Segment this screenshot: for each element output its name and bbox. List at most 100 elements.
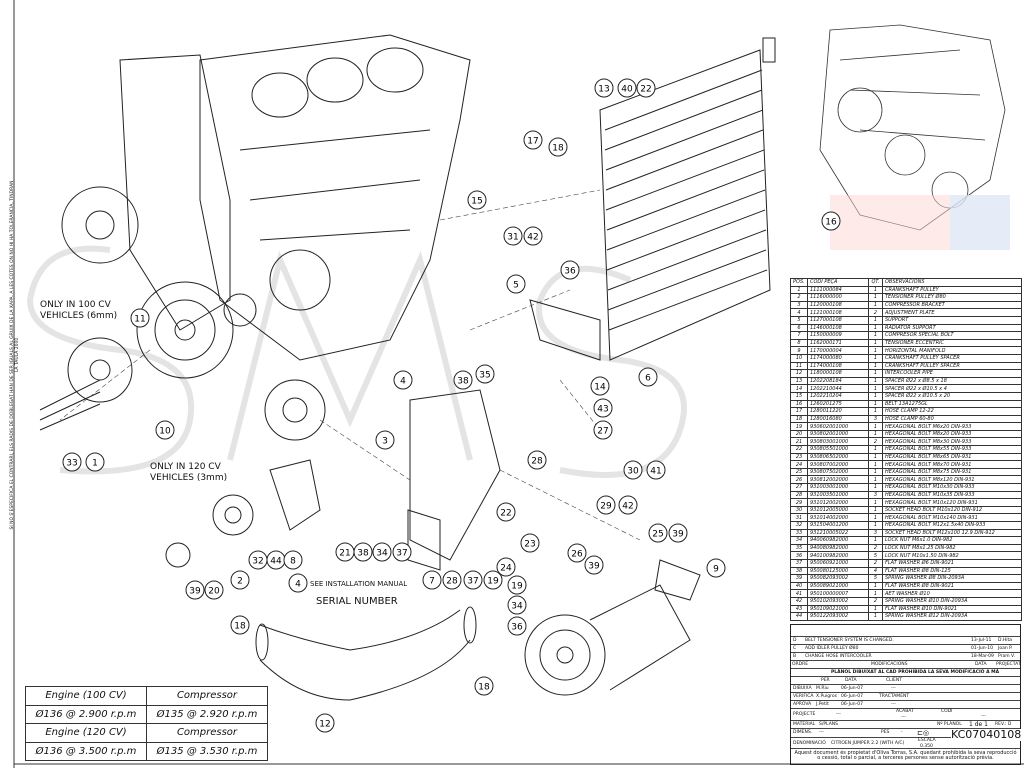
table-cell: 11 — [790, 361, 808, 371]
escala-value: 0.350 — [920, 744, 933, 749]
table-cell: Ø135 @ 2.920 r.p.m — [146, 704, 268, 724]
item-balloon — [821, 211, 841, 231]
mod-d-ord: D — [793, 638, 797, 643]
table-cell: 38 — [790, 566, 808, 576]
sheet-count: 1 de 1 — [969, 721, 988, 728]
item-balloon — [204, 580, 224, 600]
item-balloon — [593, 420, 613, 440]
item-balloon — [496, 502, 516, 522]
item-balloon — [288, 573, 308, 593]
item-balloon-number: 36 — [564, 267, 576, 277]
item-balloon-number: 19 — [487, 577, 499, 587]
item-balloon — [474, 676, 494, 696]
item-balloon-number: 40 — [621, 85, 633, 95]
table-cell: 1 — [868, 505, 883, 515]
table-cell: 1 — [868, 346, 883, 355]
acabat-value: --- — [901, 715, 906, 720]
table-cell: 1280016080 — [807, 414, 869, 424]
table-cell: 25 — [790, 467, 808, 477]
revision: REV.: D — [995, 722, 1012, 727]
item-balloon — [230, 615, 250, 635]
watermark — [26, 245, 687, 478]
material-value: S/PLANS — [819, 722, 838, 727]
table-cell: CODI PEÇA — [807, 278, 869, 287]
item-balloon-number: 19 — [511, 582, 523, 592]
table-cell: 1202210044 — [807, 384, 869, 393]
item-balloon — [636, 78, 656, 98]
table-cell: 1120000108 — [807, 300, 869, 310]
mod-b-ord: B — [793, 654, 797, 659]
table-cell: 1180000108 — [807, 369, 869, 378]
side-note: SI NO S'ESPECIFICA EL CONTRARI, ELS RADI… — [10, 180, 20, 530]
acabat-label: ACABAT — [896, 709, 914, 714]
table-cell: SPACER Ø22 x Ø10.5 x 4 — [882, 384, 1022, 393]
table-cell: 1 — [868, 285, 883, 295]
item-balloon — [623, 460, 643, 480]
verifica-data: 06-Jun-07 — [841, 694, 863, 699]
note-100cv-line2: VEHICLES (6mm) — [40, 311, 118, 321]
item-balloon — [442, 570, 462, 590]
table-cell: HEXAGONAL BOLT M8x65 DIN-931 — [882, 452, 1022, 462]
item-balloon-number: 24 — [500, 564, 512, 574]
item-balloon-number: 14 — [594, 383, 606, 393]
aprova-data: 06-Jun-07 — [841, 702, 863, 707]
note-serial: SERIAL NUMBER — [316, 596, 398, 607]
table-cell: 1 — [868, 407, 883, 416]
table-cell: 1 — [868, 452, 883, 462]
leader-lines — [59, 189, 641, 541]
table-cell: 1280011220 — [807, 407, 869, 416]
table-cell: 931012002000 — [807, 498, 869, 507]
dimens-label: DIMENS. — [793, 730, 813, 735]
table-cell: HOSE CLAMP 60-80 — [882, 414, 1022, 424]
table-cell: 930806502000 — [807, 452, 869, 462]
table-cell: 19 — [790, 422, 808, 431]
table-cell: 1 — [868, 581, 883, 591]
table-cell: Ø136 @ 2.900 r.p.m — [25, 704, 147, 724]
item-balloon-number: 30 — [627, 467, 639, 477]
mod-b-by: Pram V. — [998, 654, 1015, 659]
table-cell: 44 — [790, 612, 808, 621]
table-cell: FLAT WASHER Ø8 DIN-125 — [882, 566, 1022, 576]
item-balloon — [590, 376, 610, 396]
item-balloon-number: 4 — [295, 580, 301, 590]
item-balloon-number: 8 — [290, 557, 296, 567]
item-balloon — [353, 542, 373, 562]
item-balloon-number: 39 — [189, 587, 201, 597]
item-balloon-number: 42 — [622, 502, 633, 512]
item-balloon — [496, 557, 516, 577]
item-balloon-number: 16 — [825, 218, 837, 228]
table-cell: 41 — [790, 589, 808, 598]
table-cell: 1127000108 — [807, 315, 869, 325]
item-balloon — [646, 460, 666, 480]
item-balloon — [520, 533, 540, 553]
table-cell: SUPPORT — [882, 315, 1022, 325]
table-cell: 2 — [868, 543, 883, 553]
table-cell: 931210005022 — [807, 528, 869, 538]
radiator — [599, 37, 776, 361]
item-balloon-number: 38 — [457, 377, 469, 387]
table-cell: 1 — [868, 612, 883, 621]
client-value: --- — [891, 686, 896, 691]
item-balloon-number: 4 — [400, 377, 406, 387]
mods-head-mods: MODIFICACIONS — [871, 662, 908, 667]
aprova-per: J.Petit — [816, 702, 829, 707]
item-balloon-number: 13 — [598, 85, 609, 95]
table-cell: 29 — [790, 498, 808, 507]
table-cell: QT. — [868, 278, 883, 287]
table-cell: 950102093002 — [807, 596, 869, 606]
table-cell: 42 — [790, 596, 808, 606]
table-cell: 950089021000 — [807, 581, 869, 591]
ownership-notice: Aquest document és propietat d'Oliva Tor… — [794, 750, 1017, 762]
table-cell: 35 — [790, 543, 808, 553]
table-cell: 18 — [790, 414, 808, 424]
item-balloon-number: 22 — [500, 509, 511, 519]
